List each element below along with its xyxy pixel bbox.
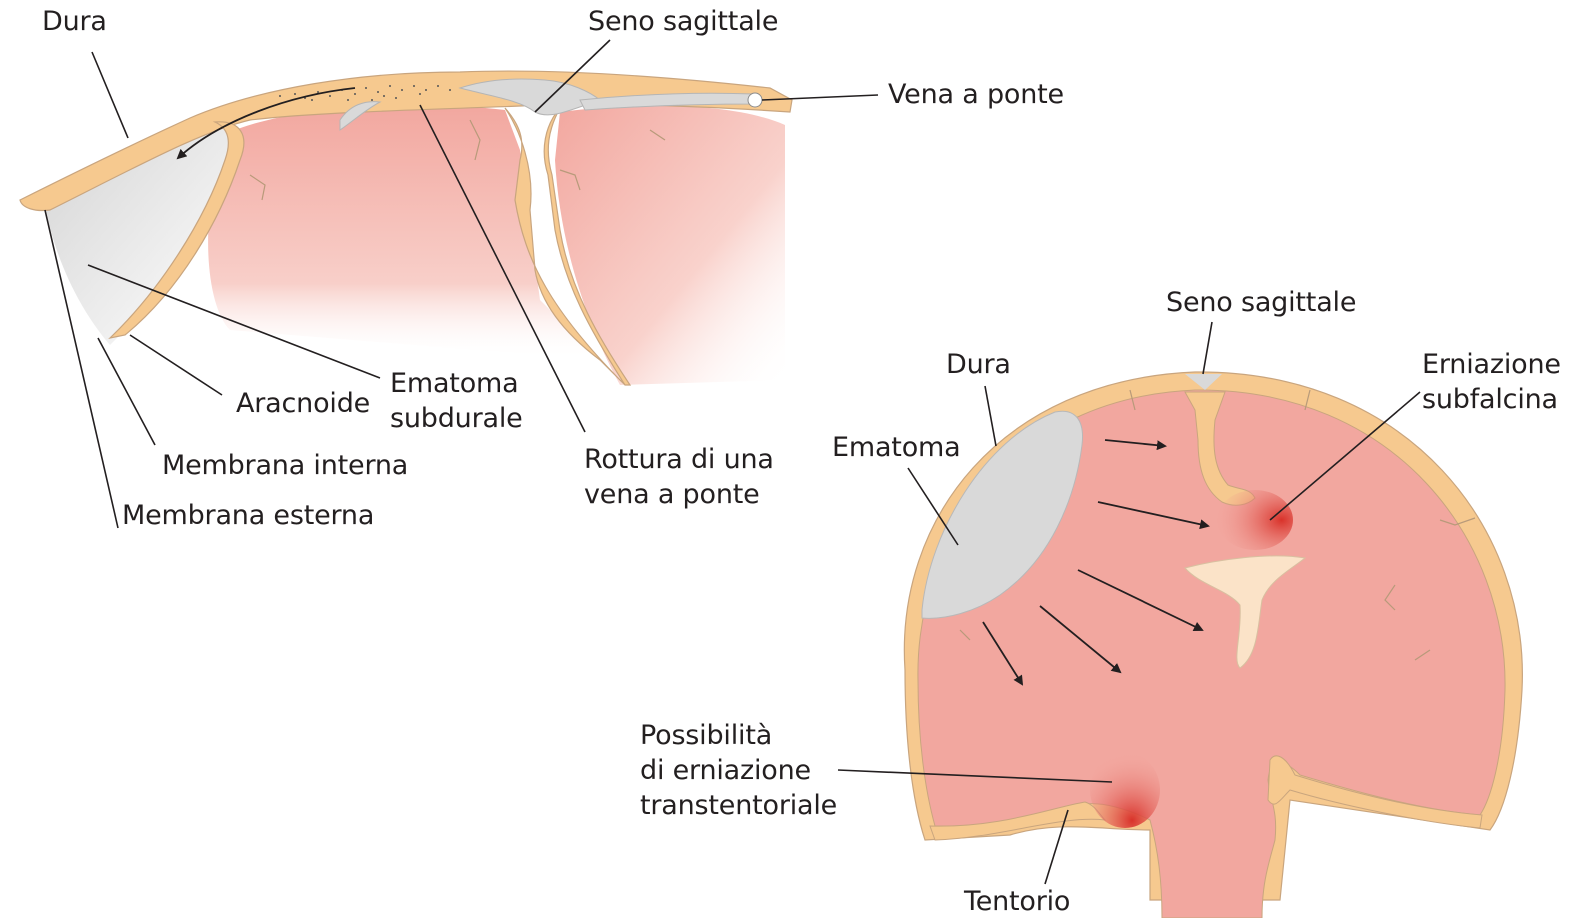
label-dura-bottom: Dura: [946, 347, 1011, 382]
label-vena-a-ponte: Vena a ponte: [888, 77, 1064, 112]
leader-dura-top: [92, 52, 128, 138]
leader-seno-bottom: [1203, 322, 1212, 374]
vein-opening: [748, 93, 762, 107]
leader-membrana-interna: [98, 338, 155, 445]
top-brain-left: [208, 105, 600, 360]
subfalcine-herniation: [1217, 490, 1293, 550]
label-rottura-vena: Rottura di una vena a ponte: [584, 442, 774, 512]
transtentorial-herniation: [1090, 752, 1160, 828]
leader-aracnoide: [130, 335, 222, 395]
label-membrana-esterna: Membrana esterna: [122, 498, 374, 533]
bottom-diagram: [838, 322, 1522, 918]
label-ematoma-subdurale: Ematoma subdurale: [390, 366, 523, 436]
top-brain-right: [555, 106, 785, 385]
label-tentorio: Tentorio: [964, 884, 1070, 919]
label-seno-sagittale-top: Seno sagittale: [588, 4, 778, 39]
label-possibilita-erniazione: Possibilità di erniazione transtentorial…: [640, 718, 837, 823]
leader-dura-bottom: [985, 386, 996, 446]
label-erniazione-subfalcina: Erniazione subfalcina: [1422, 347, 1561, 417]
label-membrana-interna: Membrana interna: [162, 448, 408, 483]
label-dura-top: Dura: [42, 4, 107, 39]
label-aracnoide: Aracnoide: [236, 386, 370, 421]
label-ematoma: Ematoma: [832, 430, 960, 465]
label-seno-sagittale-bottom: Seno sagittale: [1166, 285, 1356, 320]
